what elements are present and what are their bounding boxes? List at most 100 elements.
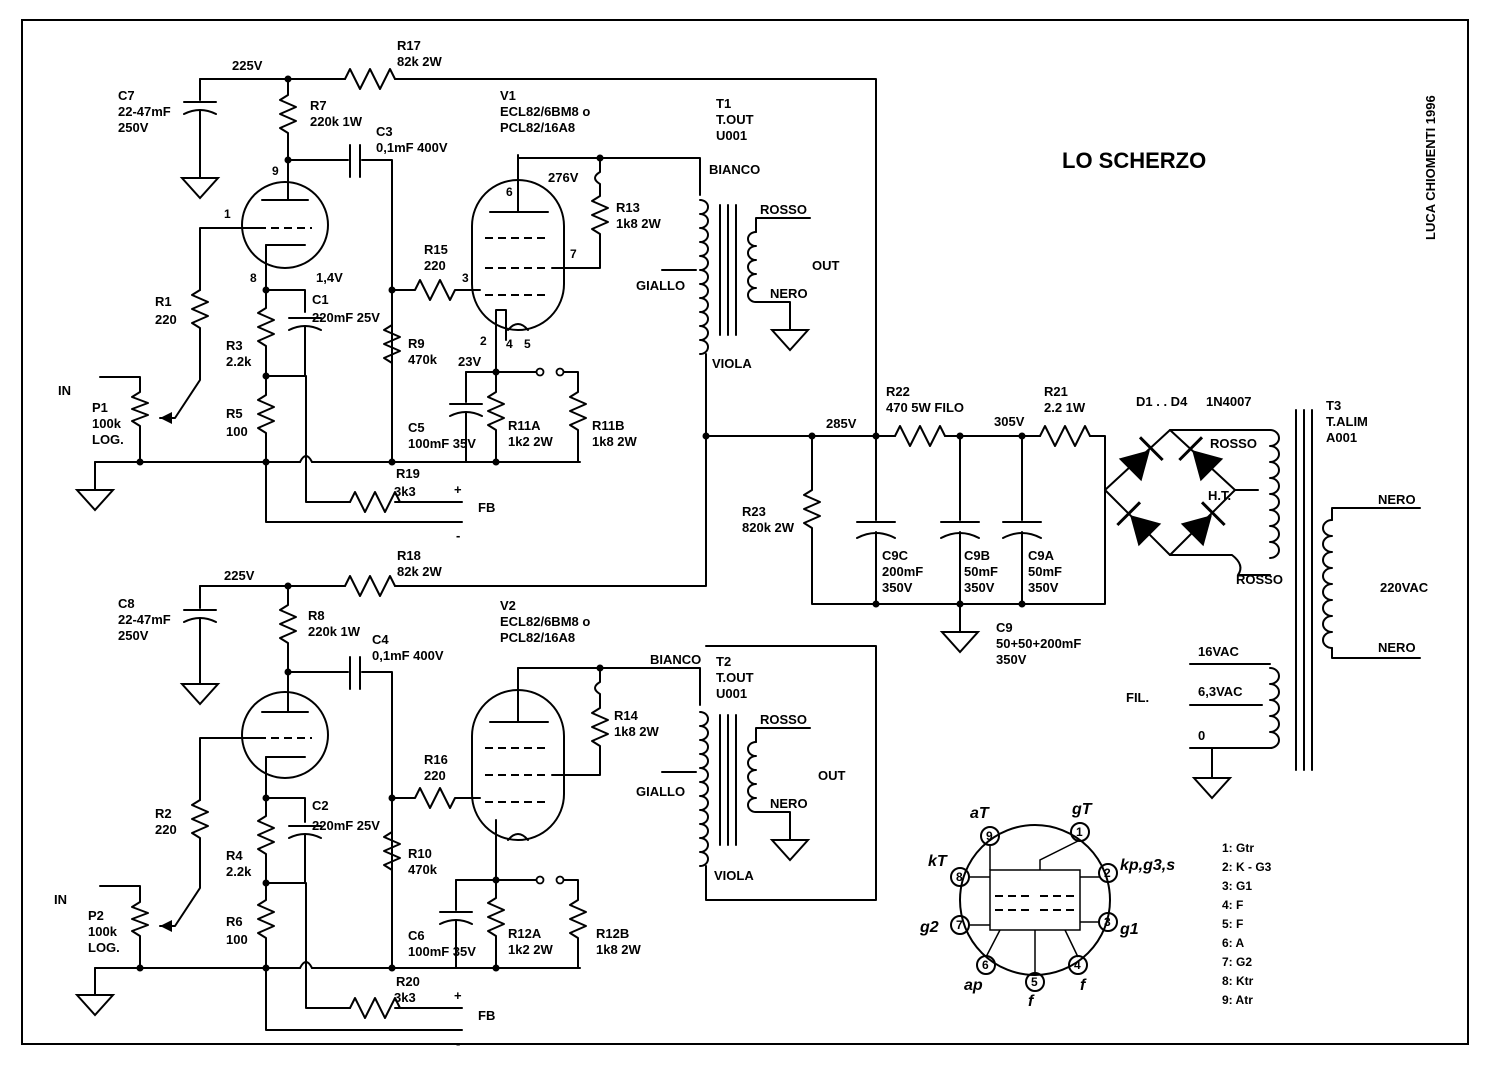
value-r17: 82k 2W bbox=[397, 54, 443, 69]
label-rosso-ht-bottom: ROSSO bbox=[1236, 572, 1283, 587]
resistor-r22 bbox=[894, 425, 946, 447]
label-c7: C7 bbox=[118, 88, 135, 103]
pin-num-2: 2 bbox=[1104, 866, 1111, 880]
value-r14: 1k8 2W bbox=[614, 724, 660, 739]
pin-9-v1: 9 bbox=[272, 164, 279, 178]
pin-num-6: 6 bbox=[982, 958, 989, 972]
legend-2: 2: K - G3 bbox=[1222, 860, 1272, 874]
pinout-gt: gT bbox=[1071, 801, 1093, 818]
fb-plus-1: + bbox=[454, 482, 462, 497]
value-r4: 2.2k bbox=[226, 864, 252, 879]
value-c9b: 50mF bbox=[964, 564, 998, 579]
pin-1-v1: 1 bbox=[224, 207, 231, 221]
value-r8: 220k 1W bbox=[308, 624, 361, 639]
pinout-kp: kp,g3,s bbox=[1120, 857, 1175, 874]
label-t2: T2 bbox=[716, 654, 731, 669]
label-fb-1: FB bbox=[478, 500, 495, 515]
label-r21: R21 bbox=[1044, 384, 1068, 399]
label-c2: C2 bbox=[312, 798, 329, 813]
value-p1: 100k bbox=[92, 416, 122, 431]
value-r22: 470 5W FILO bbox=[886, 400, 964, 415]
legend-9: 9: Atr bbox=[1222, 993, 1253, 1007]
value-r13: 1k8 2W bbox=[616, 216, 662, 231]
label-v2: V2 bbox=[500, 598, 516, 613]
value-r9: 470k bbox=[408, 352, 438, 367]
value-r12a: 1k2 2W bbox=[508, 942, 554, 957]
model-t1: U001 bbox=[716, 128, 747, 143]
value-r2: 220 bbox=[155, 822, 177, 837]
value-r1: 220 bbox=[155, 312, 177, 327]
tube-v2-triode bbox=[241, 691, 329, 779]
sheet-border bbox=[21, 19, 1469, 1045]
legend-4: 4: F bbox=[1222, 898, 1243, 912]
label-nero-2: NERO bbox=[770, 796, 808, 811]
label-r15: R15 bbox=[424, 242, 448, 257]
value-c1: 220mF 25V bbox=[312, 310, 380, 325]
pin-num-8: 8 bbox=[956, 870, 963, 884]
schematic-title: LO SCHERZO bbox=[1062, 148, 1206, 173]
pin-num-1: 1 bbox=[1076, 825, 1083, 839]
label-r3: R3 bbox=[226, 338, 243, 353]
taper-p1: LOG. bbox=[92, 432, 124, 447]
value-p2: 100k bbox=[88, 924, 118, 939]
legend-3: 3: G1 bbox=[1222, 879, 1252, 893]
label-r22: R22 bbox=[886, 384, 910, 399]
value-r23: 820k 2W bbox=[742, 520, 795, 535]
label-rosso-1: ROSSO bbox=[760, 202, 807, 217]
value-r11a: 1k2 2W bbox=[508, 434, 554, 449]
taper-p2: LOG. bbox=[88, 940, 120, 955]
label-225v-2: 225V bbox=[224, 568, 255, 583]
legend-6: 6: A bbox=[1222, 936, 1245, 950]
label-r7: R7 bbox=[310, 98, 327, 113]
label-r10: R10 bbox=[408, 846, 432, 861]
author-credit: LUCA CHIOMENTI 1996 bbox=[1423, 95, 1438, 240]
label-c4: C4 bbox=[372, 632, 389, 647]
pin-6-v1: 6 bbox=[506, 185, 513, 199]
rating-c9b: 350V bbox=[964, 580, 995, 595]
label-t3: T3 bbox=[1326, 398, 1341, 413]
value-r5: 100 bbox=[226, 424, 248, 439]
label-r12b: R12B bbox=[596, 926, 629, 941]
pinout-f1: f bbox=[1028, 993, 1035, 1010]
legend-5: 5: F bbox=[1222, 917, 1243, 931]
label-viola-2: VIOLA bbox=[714, 868, 754, 883]
rating-c9: 350V bbox=[996, 652, 1027, 667]
label-c9a: C9A bbox=[1028, 548, 1055, 563]
value-r19: 3k3 bbox=[394, 484, 416, 499]
label-r17: R17 bbox=[397, 38, 421, 53]
label-in-2: IN bbox=[54, 892, 67, 907]
legend-8: 8: Ktr bbox=[1222, 974, 1254, 988]
label-r8: R8 bbox=[308, 608, 325, 623]
label-c8: C8 bbox=[118, 596, 135, 611]
tube-v1-triode bbox=[241, 181, 329, 269]
pin-5-v1: 5 bbox=[524, 337, 531, 351]
label-nero-mains-bottom: NERO bbox=[1378, 640, 1416, 655]
label-c5: C5 bbox=[408, 420, 425, 435]
pin-2-v1: 2 bbox=[480, 334, 487, 348]
value-c4: 0,1mF 400V bbox=[372, 648, 444, 663]
resistor-r20 bbox=[349, 997, 401, 1019]
label-nero-1: NERO bbox=[770, 286, 808, 301]
label-r23: R23 bbox=[742, 504, 766, 519]
label-nero-mains-top: NERO bbox=[1378, 492, 1416, 507]
label-r1: R1 bbox=[155, 294, 172, 309]
model-t2: U001 bbox=[716, 686, 747, 701]
label-v1: V1 bbox=[500, 88, 516, 103]
label-t1: T1 bbox=[716, 96, 731, 111]
label-fb-2: FB bbox=[478, 1008, 495, 1023]
value-r12b: 1k8 2W bbox=[596, 942, 642, 957]
value-c5: 100mF 35V bbox=[408, 436, 476, 451]
value-r15: 220 bbox=[424, 258, 446, 273]
pin-8-v1: 8 bbox=[250, 271, 257, 285]
ground-symbol bbox=[181, 165, 219, 199]
label-r6: R6 bbox=[226, 914, 243, 929]
rating-c7: 250V bbox=[118, 120, 149, 135]
stage-2-circuit bbox=[76, 435, 707, 1031]
legend-1: 1: Gtr bbox=[1222, 841, 1254, 855]
pin-num-3: 3 bbox=[1104, 915, 1111, 929]
pin-3-v1: 3 bbox=[462, 271, 469, 285]
resistor-r17 bbox=[344, 68, 396, 90]
label-225v-1: 225V bbox=[232, 58, 263, 73]
